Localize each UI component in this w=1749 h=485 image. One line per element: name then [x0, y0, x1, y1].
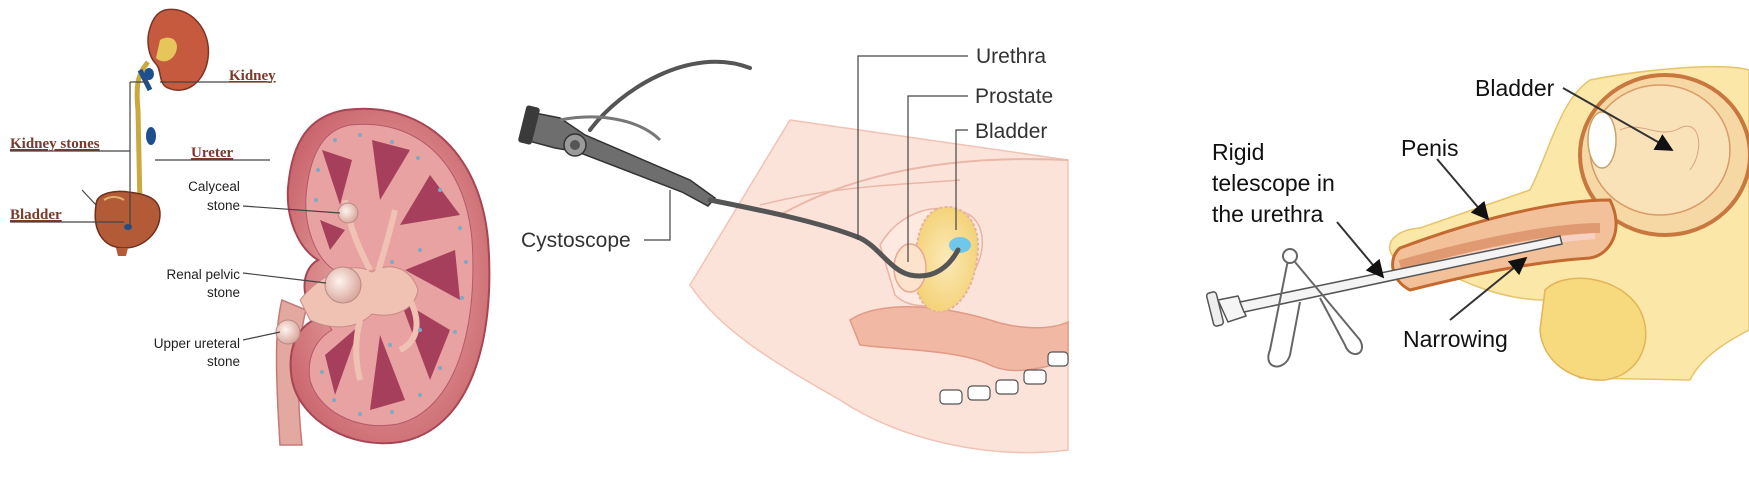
label-upper-ureteral-line2: stone [207, 354, 240, 369]
rigid-telescope-instrument [1205, 235, 1563, 368]
label-cystoscope: Cystoscope [521, 229, 631, 252]
label-renal-pelvic-line2: stone [207, 285, 240, 300]
label-rigid-line2: telescope in [1212, 170, 1335, 196]
urinary-tract-illustration [81, 8, 210, 256]
telescope-arrows [1336, 87, 1674, 321]
label-narrowing: Narrowing [1403, 326, 1508, 352]
label-calyceal-line2: stone [207, 198, 240, 213]
label-kidney: Kidney [229, 68, 276, 84]
label-kidney-stones: Kidney stones [10, 136, 100, 152]
cystoscope-leaders [644, 55, 968, 262]
label-rigid-line3: the urethra [1212, 201, 1323, 227]
label-upper-ureteral-line1: Upper ureteral [154, 336, 240, 351]
label-penis: Penis [1401, 135, 1459, 161]
label-bladder-cystoscope: Bladder [975, 120, 1047, 143]
label-bladder-small: Bladder [10, 207, 62, 223]
label-renal-pelvic-line1: Renal pelvic [166, 267, 240, 282]
label-ureter: Ureter [191, 145, 234, 161]
kidney-cross-section [275, 107, 491, 446]
label-prostate: Prostate [975, 85, 1053, 108]
label-bladder-telescope: Bladder [1475, 75, 1555, 101]
urinary-leaders [10, 81, 272, 227]
label-calyceal-line1: Calyceal [188, 179, 240, 194]
label-rigid-line1: Rigid [1212, 139, 1264, 165]
label-urethra: Urethra [976, 45, 1046, 68]
pelvis-cross-section [689, 119, 1069, 454]
kidney-leaders [242, 205, 341, 341]
cystoscope-instrument [518, 59, 961, 279]
